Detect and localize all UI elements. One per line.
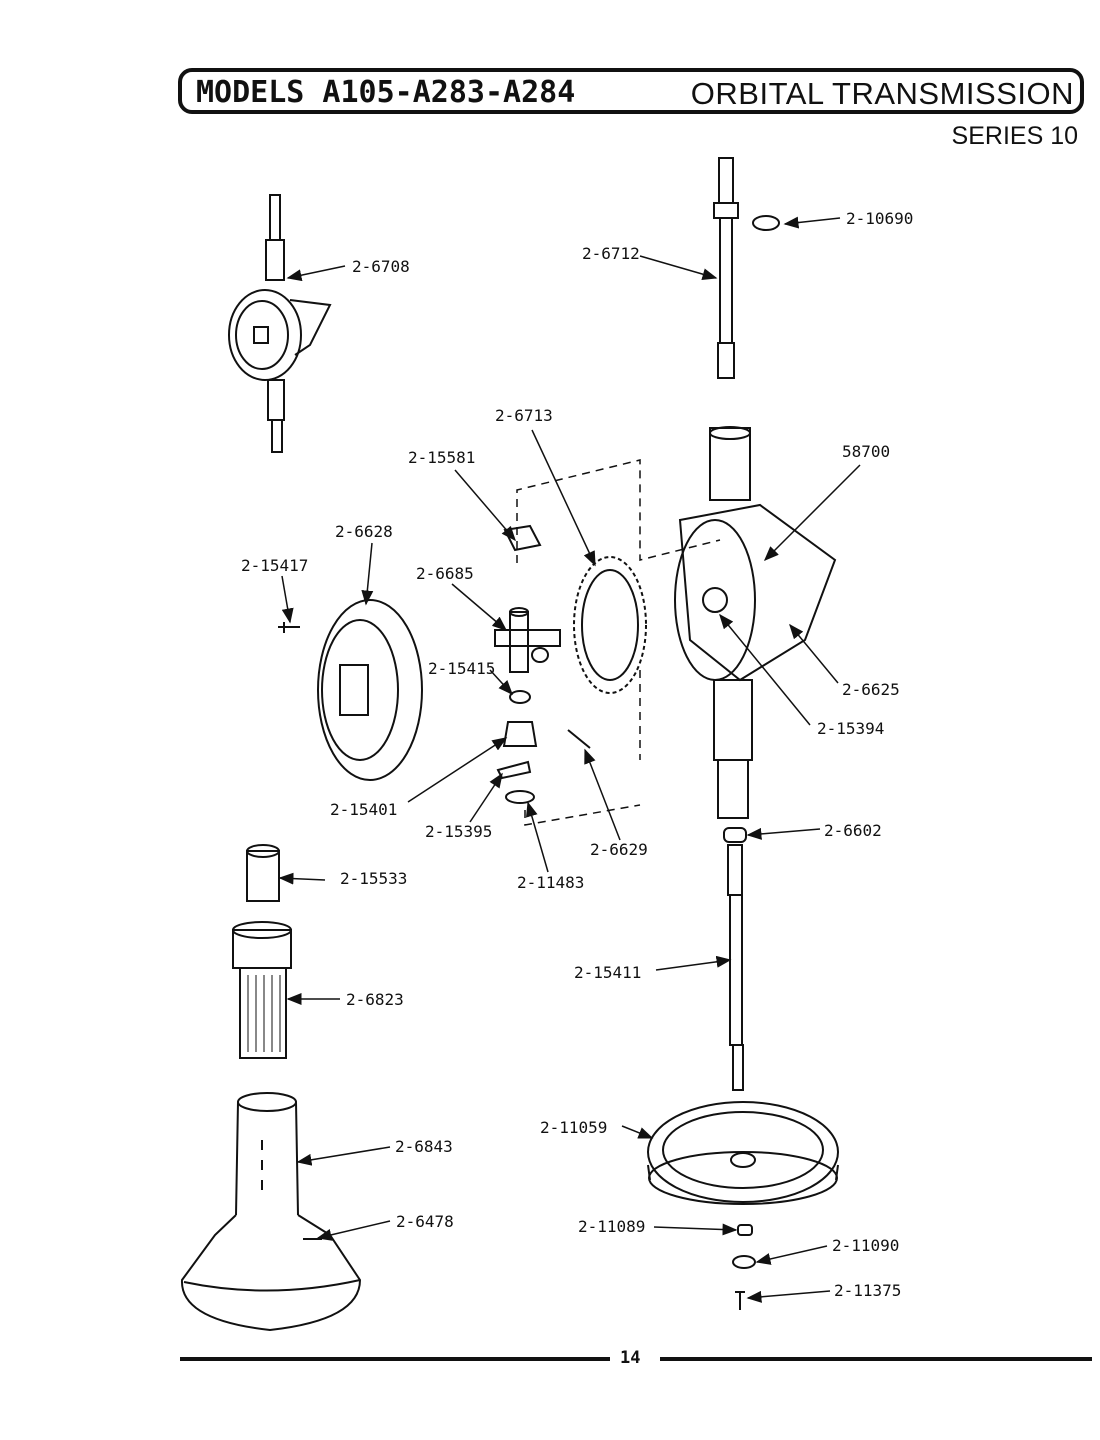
part-label-15401: 2-15401	[330, 800, 398, 819]
part-label-11089: 2-11089	[578, 1217, 646, 1236]
plate-part	[496, 760, 532, 780]
pinion-part	[502, 721, 538, 747]
part-label-6602: 2-6602	[824, 821, 882, 840]
header-box: MODELS A105-A283-A284 ORBITAL TRANSMISSI…	[178, 68, 1084, 114]
part-label-6823: 2-6823	[346, 990, 404, 1009]
gear-part	[573, 556, 647, 694]
ring-part	[752, 215, 780, 231]
footer-rule-left	[180, 1357, 610, 1361]
part-label-11090: 2-11090	[832, 1236, 900, 1255]
part-label-15581: 2-15581	[408, 448, 476, 467]
part-label-15533: 2-15533	[340, 869, 408, 888]
cover-part	[317, 599, 423, 781]
part-label-15417: 2-15417	[241, 556, 309, 575]
base-part	[180, 1092, 362, 1332]
part-label-58700: 58700	[842, 442, 891, 461]
part-label-15415: 2-15415	[428, 659, 496, 678]
screw-part	[278, 622, 300, 633]
part-label-15394: 2-15394	[817, 719, 885, 738]
clip-part	[503, 524, 542, 552]
part-label-11375: 2-11375	[834, 1281, 902, 1300]
bushing-part	[723, 827, 747, 843]
housing-part	[674, 426, 837, 819]
part-label-6712: 2-6712	[582, 244, 640, 263]
part-label-6628: 2-6628	[335, 522, 393, 541]
filter-part	[232, 921, 292, 1059]
pin-part	[567, 729, 591, 749]
alignment-lines	[516, 459, 721, 826]
shaft-part	[713, 157, 739, 379]
crank-part	[494, 607, 561, 673]
leader-lines	[278, 216, 861, 1303]
pulley-part	[647, 1101, 839, 1205]
bearing-part	[246, 844, 280, 902]
part-label-6629: 2-6629	[590, 840, 648, 859]
part-label-6685: 2-6685	[416, 564, 474, 583]
lock-washer-part	[732, 1255, 756, 1269]
transmission-assembly-part	[228, 194, 332, 453]
footer-rule-right	[660, 1357, 1092, 1361]
key-part	[737, 1224, 753, 1236]
flat-washer-part	[505, 790, 535, 804]
part-label-15395: 2-15395	[425, 822, 493, 841]
part-label-10690: 2-10690	[846, 209, 914, 228]
drive-shaft-part	[727, 844, 744, 1091]
models-title: MODELS A105-A283-A284	[196, 75, 576, 110]
part-label-6708: 2-6708	[352, 257, 410, 276]
washer-part	[509, 690, 531, 704]
part-label-6843: 2-6843	[395, 1137, 453, 1156]
part-label-11483: 2-11483	[517, 873, 585, 892]
diagram-title: ORBITAL TRANSMISSION	[690, 76, 1074, 111]
part-label-11059: 2-11059	[540, 1118, 608, 1137]
bolt-part	[735, 1291, 745, 1310]
part-label-6478: 2-6478	[396, 1212, 454, 1231]
page-number: 14	[620, 1348, 641, 1368]
part-label-15411: 2-15411	[574, 963, 642, 982]
part-label-6713: 2-6713	[495, 406, 553, 425]
part-label-6625: 2-6625	[842, 680, 900, 699]
series-label: SERIES 10	[951, 122, 1078, 150]
